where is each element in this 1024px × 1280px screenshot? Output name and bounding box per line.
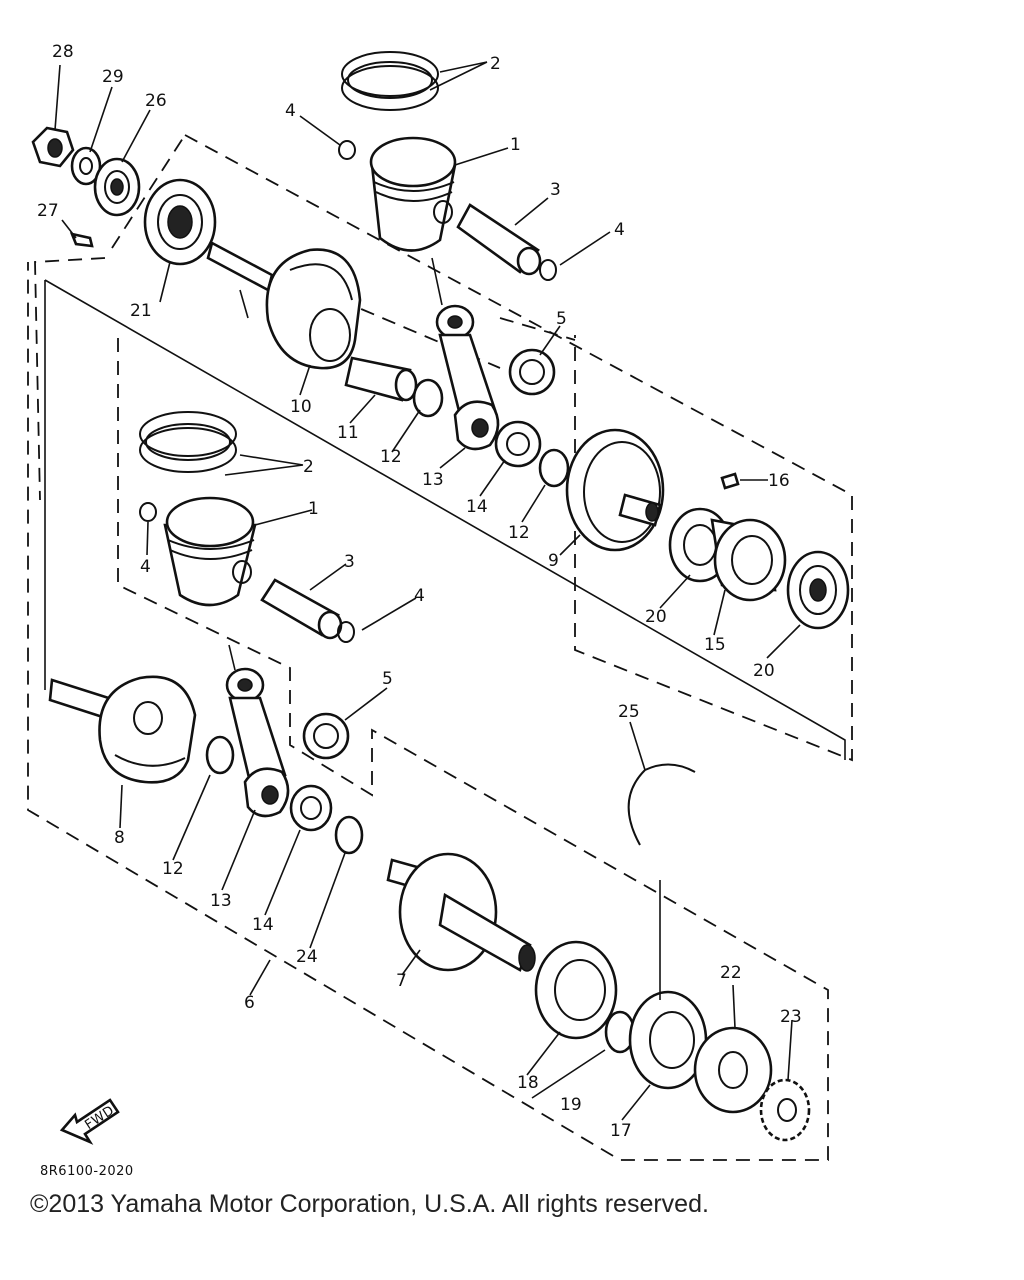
label-part-6: 6	[244, 993, 255, 1013]
part-7-crank-web-right	[386, 852, 536, 972]
part-27-key	[69, 232, 94, 248]
fwd-arrow-icon: FWD	[59, 1098, 120, 1145]
label-part-23: 23	[780, 1007, 802, 1027]
part-4-circlip-c	[139, 502, 157, 522]
label-part-14-upper: 14	[466, 497, 488, 517]
part-14-big-end-bearing-upper	[494, 420, 542, 468]
label-part-21: 21	[130, 301, 152, 321]
part-18-bearing	[534, 940, 618, 1040]
part-2-piston-rings-lower	[139, 411, 237, 473]
label-part-27: 27	[37, 201, 59, 221]
upper-assembly-dashed-outline	[34, 134, 853, 762]
part-1-piston-upper	[369, 136, 457, 252]
part-3-piston-pin-upper	[456, 203, 542, 276]
label-part-8: 8	[114, 828, 125, 848]
part-5-small-end-bearing-lower	[302, 712, 350, 760]
label-part-16: 16	[768, 471, 790, 491]
label-part-2-lower: 2	[303, 457, 314, 477]
part-4-circlip-a	[338, 140, 356, 160]
part-23-sprocket	[759, 1078, 811, 1142]
part-13-connecting-rod-lower	[225, 667, 290, 818]
label-part-12-c: 12	[162, 859, 184, 879]
label-part-5-lower: 5	[382, 669, 393, 689]
part-2-piston-rings-upper	[341, 51, 439, 111]
label-part-13-lower: 13	[210, 891, 232, 911]
label-part-22: 22	[720, 963, 742, 983]
label-part-11: 11	[337, 423, 359, 443]
part-26-oil-seal	[93, 157, 141, 217]
label-part-4-b: 4	[614, 220, 625, 240]
label-part-7: 7	[396, 971, 407, 991]
label-part-4-c: 4	[140, 557, 151, 577]
label-part-5-upper: 5	[556, 309, 567, 329]
outer-frame-solid-line	[44, 279, 846, 760]
part-12-washer-c	[205, 735, 235, 775]
part-9-crank-web-middle	[565, 428, 665, 552]
part-25-retaining-ring	[627, 763, 696, 846]
label-part-18: 18	[517, 1073, 539, 1093]
part-8-crank-web-lower	[48, 675, 197, 784]
part-28-nut	[31, 126, 75, 168]
label-part-20-a: 20	[645, 607, 667, 627]
label-part-1-upper: 1	[510, 135, 521, 155]
label-part-3-lower: 3	[344, 552, 355, 572]
label-part-4-a: 4	[285, 101, 296, 121]
part-20-oil-seal-b	[786, 550, 850, 630]
part-11-crank-pin	[344, 356, 418, 402]
part-12-washer-a	[412, 378, 444, 418]
part-22-oil-seal	[693, 1026, 773, 1114]
label-part-17: 17	[610, 1121, 632, 1141]
label-part-14-lower: 14	[252, 915, 274, 935]
label-part-1-lower: 1	[308, 499, 319, 519]
part-3-piston-pin-lower	[260, 578, 343, 640]
part-5-small-end-bearing-upper	[508, 348, 556, 396]
middle-assembly-dashed-outline	[27, 262, 829, 1161]
label-part-2-upper: 2	[490, 54, 501, 74]
part-12-washer-b	[538, 448, 570, 488]
label-part-24: 24	[296, 947, 318, 967]
label-part-3-upper: 3	[550, 180, 561, 200]
label-part-20-b: 20	[753, 661, 775, 681]
leader-lines	[54, 61, 801, 1121]
diagram-code: 8R6100-2020	[40, 1164, 134, 1179]
label-part-10: 10	[290, 397, 312, 417]
label-part-12-b: 12	[508, 523, 530, 543]
label-part-15: 15	[704, 635, 726, 655]
part-4-circlip-b	[539, 259, 557, 281]
label-part-4-d: 4	[414, 586, 425, 606]
part-14-big-end-bearing-lower	[289, 784, 333, 832]
label-part-12-a: 12	[380, 447, 402, 467]
label-part-19: 19	[560, 1095, 582, 1115]
label-part-13-upper: 13	[422, 470, 444, 490]
label-part-28: 28	[52, 42, 74, 62]
part-labels: 28 29 26 27 21 2 4 1 3 4 5 10 11 12 13 1…	[37, 42, 802, 1141]
part-29-washer	[70, 146, 102, 186]
part-15-bearing-center	[710, 518, 787, 602]
label-part-9: 9	[548, 551, 559, 571]
part-16-dowel-pin	[720, 472, 740, 490]
part-10-crank-web-left	[206, 241, 362, 370]
part-4-circlip-d	[337, 621, 355, 643]
label-part-25: 25	[618, 702, 640, 722]
label-part-29: 29	[102, 67, 124, 87]
part-13-connecting-rod-upper	[435, 304, 500, 451]
part-21-bearing	[143, 178, 217, 266]
part-24-washer	[334, 815, 364, 855]
copyright-notice: ©2013 Yamaha Motor Corporation, U.S.A. A…	[30, 1190, 709, 1218]
part-1-piston-lower	[163, 496, 257, 607]
label-part-26: 26	[145, 91, 167, 111]
